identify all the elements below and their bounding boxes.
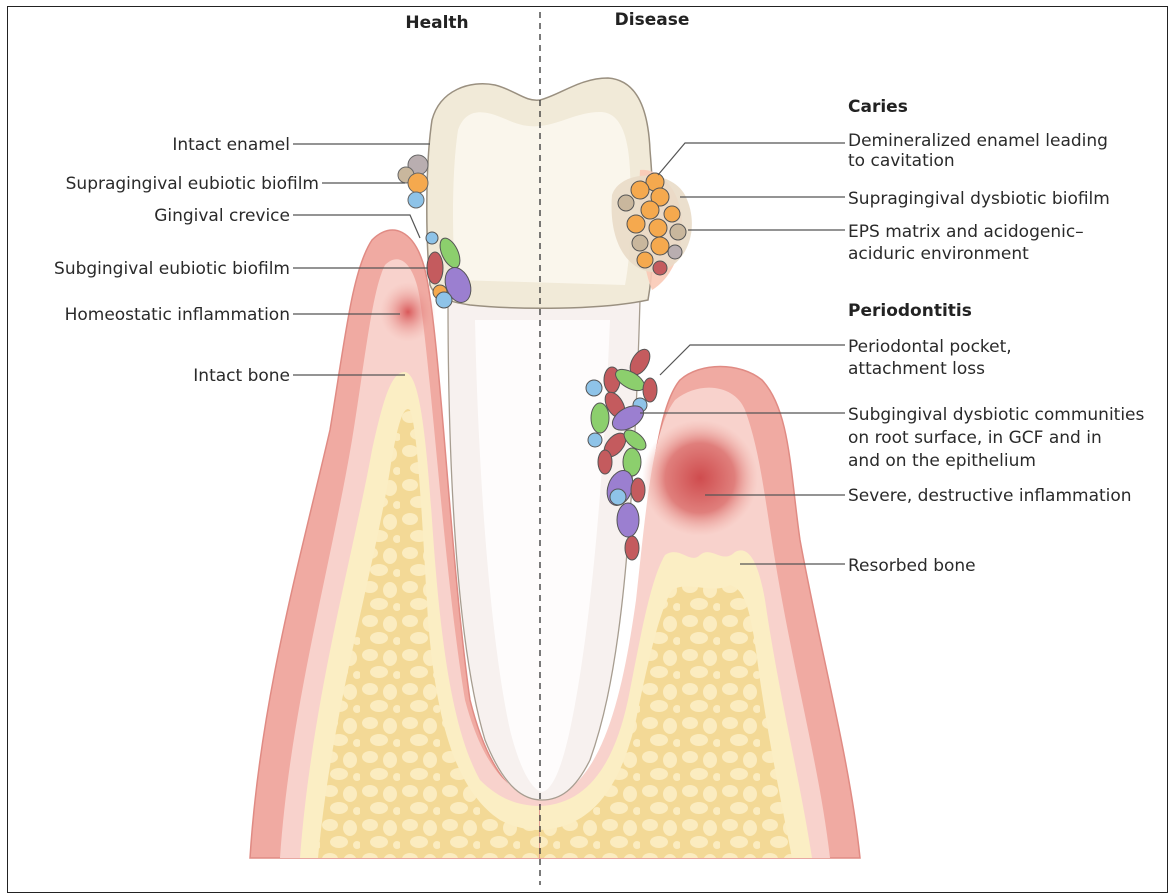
label-homeostatic-inflammation: Homeostatic inflammation <box>65 305 290 325</box>
label-resorbed-bone: Resorbed bone <box>848 556 976 576</box>
caries-title: Caries <box>848 97 908 117</box>
crown-highlight <box>453 112 631 285</box>
label-communities-3: and on the epithelium <box>848 451 1036 471</box>
label-communities-1: Subgingival dysbiotic communities <box>848 405 1145 425</box>
label-pocket-2: attachment loss <box>848 359 985 379</box>
label-intact-bone: Intact bone <box>193 366 290 386</box>
label-eps-1: EPS matrix and acidogenic– <box>848 222 1084 242</box>
label-supragingival-eubiotic: Supragingival eubiotic biofilm <box>66 174 319 194</box>
label-pocket-1: Periodontal pocket, <box>848 337 1012 357</box>
health-header: Health <box>405 13 468 33</box>
label-severe-inflammation: Severe, destructive inflammation <box>848 486 1132 506</box>
label-demineralized-2: to cavitation <box>848 151 955 171</box>
label-gingival-crevice: Gingival crevice <box>154 206 290 226</box>
label-demineralized-1: Demineralized enamel leading <box>848 131 1108 151</box>
severe-inflammation-spot <box>642 420 758 536</box>
label-communities-2: on root surface, in GCF and in <box>848 428 1102 448</box>
supragingival-eubiotic-biofilm <box>398 155 428 208</box>
label-subgingival-eubiotic: Subgingival eubiotic biofilm <box>54 259 290 279</box>
label-intact-enamel: Intact enamel <box>172 135 290 155</box>
homeostatic-inflammation-spot <box>380 282 436 342</box>
label-supragingival-dysbiotic: Supragingival dysbiotic biofilm <box>848 189 1110 209</box>
label-eps-2: aciduric environment <box>848 244 1029 264</box>
periodontitis-title: Periodontitis <box>848 301 972 321</box>
disease-header: Disease <box>615 10 690 30</box>
